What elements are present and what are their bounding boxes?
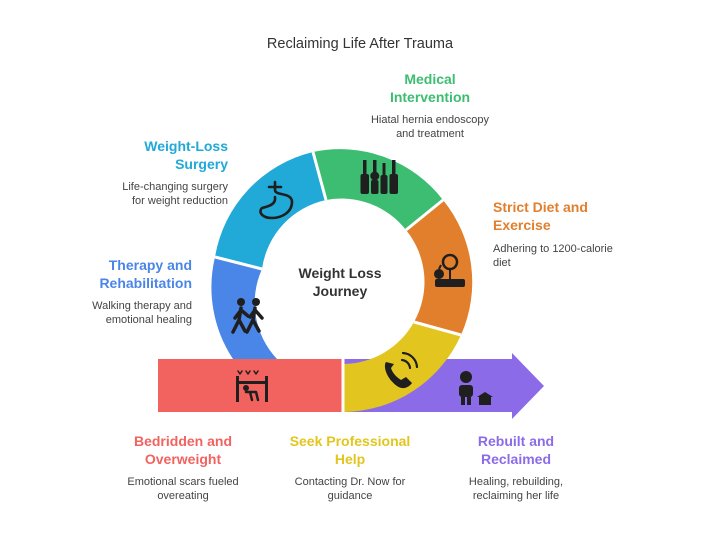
stage-bedridden-bar — [158, 359, 343, 412]
bed-icon — [236, 370, 268, 402]
person-house-icon — [459, 371, 493, 405]
stage-rebuilt-title-line2: Reclaimed — [480, 451, 552, 467]
stage-help-segment — [343, 322, 461, 412]
stage-rebuilt-desc-line2: reclaiming her life — [472, 490, 560, 502]
stomach-icon — [259, 180, 294, 220]
stage-diet-title-line1: Strict Diet and — [493, 199, 588, 215]
stage-diet-desc: Adhering to 1200-calorie diet — [493, 242, 673, 270]
stage-rebuilt-desc: Healing, rebuilding, reclaiming her life — [436, 475, 596, 503]
stage-diet-title: Strict Diet and Exercise — [493, 198, 673, 234]
stage-diet-title-line2: Exercise — [493, 217, 551, 233]
center-label-line1: Weight Loss — [298, 265, 382, 281]
stage-rebuilt-desc-line1: Healing, rebuilding, — [468, 476, 564, 488]
stage-medical-desc-line2: and treatment — [396, 128, 464, 140]
stage-medical-label: Medical Intervention Hiatal hernia endos… — [350, 70, 510, 141]
stage-bedridden-title-line1: Bedridden and — [133, 433, 232, 449]
stage-help-desc-line1: Contacting Dr. Now for — [294, 476, 406, 488]
stage-surgery-desc-line2: for weight reduction — [132, 195, 228, 207]
stage-rebuilt-title: Rebuilt and Reclaimed — [436, 432, 596, 468]
stage-therapy-title: Therapy and Rehabilitation — [40, 256, 192, 292]
stage-medical-title-line2: Intervention — [389, 89, 471, 105]
stage-bedridden-desc-line2: overeating — [157, 490, 209, 502]
stage-bedridden-desc: Emotional scars fueled overeating — [103, 475, 263, 503]
stage-therapy-segment — [211, 257, 277, 359]
stage-help-label: Seek Professional Help Contacting Dr. No… — [270, 432, 430, 503]
stage-therapy-desc-line1: Walking therapy and — [92, 300, 192, 312]
stage-help-desc: Contacting Dr. Now for guidance — [270, 475, 430, 503]
stage-diet-desc-line2: diet — [493, 257, 511, 269]
stage-rebuilt-title-line1: Rebuilt and — [477, 433, 555, 449]
stage-medical-title-line1: Medical — [404, 71, 456, 87]
stage-surgery-segment — [215, 152, 326, 269]
stage-therapy-desc: Walking therapy and emotional healing — [40, 299, 192, 327]
stage-help-desc-line2: guidance — [327, 490, 373, 502]
stage-therapy-title-line1: Therapy and — [108, 257, 192, 273]
stage-surgery-title-line2: Surgery — [175, 156, 228, 172]
stage-bedridden-label: Bedridden and Overweight Emotional scars… — [103, 432, 263, 503]
stage-medical-title: Medical Intervention — [350, 70, 510, 106]
scale-apple-icon — [434, 253, 465, 287]
stage-diet-label: Strict Diet and Exercise Adhering to 120… — [493, 198, 673, 270]
stage-help-title-line1: Seek Professional — [289, 433, 411, 449]
medical-tools-icon — [360, 160, 398, 194]
stage-surgery-title-line1: Weight-Loss — [144, 138, 228, 154]
stage-surgery-label: Weight-Loss Surgery Life-changing surger… — [60, 137, 228, 208]
stage-medical-desc: Hiatal hernia endoscopy and treatment — [350, 113, 510, 141]
stage-bedridden-title: Bedridden and Overweight — [103, 432, 263, 468]
stage-surgery-title: Weight-Loss Surgery — [60, 137, 228, 173]
walking-people-icon — [231, 298, 264, 334]
stage-surgery-desc-line1: Life-changing surgery — [122, 181, 228, 193]
stage-medical-desc-line1: Hiatal hernia endoscopy — [370, 114, 490, 126]
stage-help-title: Seek Professional Help — [270, 432, 430, 468]
stage-surgery-desc: Life-changing surgery for weight reducti… — [60, 180, 228, 208]
stage-therapy-desc-line2: emotional healing — [105, 314, 192, 326]
phone-icon — [384, 351, 419, 389]
center-label: Weight Loss Journey — [280, 264, 400, 300]
stage-rebuilt-label: Rebuilt and Reclaimed Healing, rebuildin… — [436, 432, 596, 503]
stage-therapy-title-line2: Rehabilitation — [99, 275, 192, 291]
stage-bedridden-desc-line1: Emotional scars fueled — [127, 476, 239, 488]
stage-help-title-line2: Help — [334, 451, 366, 467]
stage-therapy-label: Therapy and Rehabilitation Walking thera… — [40, 256, 192, 327]
center-label-line2: Journey — [312, 283, 368, 299]
diagram-title: Reclaiming Life After Trauma — [266, 36, 454, 52]
stage-diet-desc-line1: Adhering to 1200-calorie — [493, 243, 613, 255]
stage-bedridden-title-line2: Overweight — [144, 451, 222, 467]
